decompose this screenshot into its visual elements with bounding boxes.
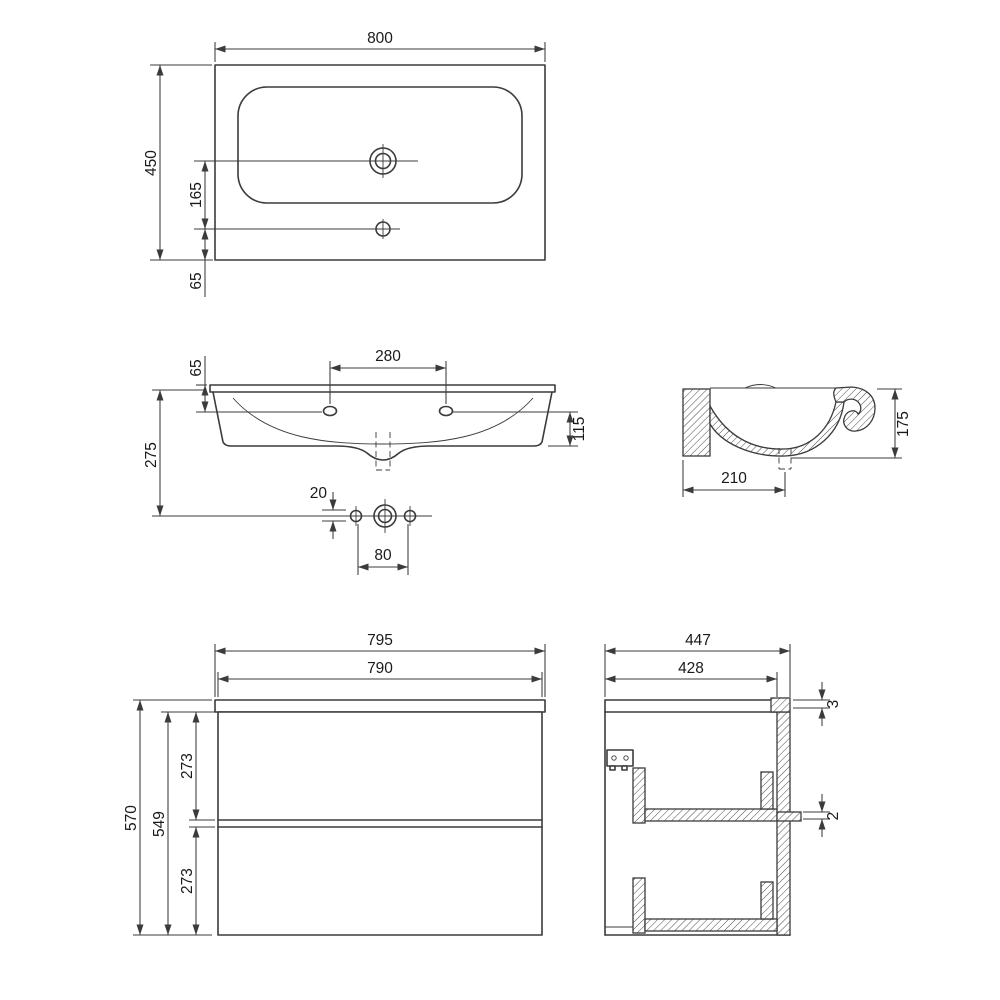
cabinet-body [217,711,543,936]
cabinet-side-dimensions: 447 428 3 2 [604,632,842,837]
basin-top-view [194,64,546,261]
dim-hole-offset: 20 [310,485,328,502]
dim-apron-height: 115 [571,417,588,442]
dim-drawer-clearance: 2 [825,812,842,821]
dim-basin-depth: 450 [143,150,160,176]
dim-upper-drawer: 273 [179,753,196,779]
basin-side-dimensions: 175 210 [682,388,912,497]
dim-rim-to-mounting: 275 [143,442,160,468]
dim-mounting-depth: 210 [721,470,747,487]
dim-tap-spacing: 280 [375,348,401,365]
dim-top-clearance: 3 [825,700,842,709]
drain-outline-dashed [375,432,391,471]
fixing-hole-right [438,405,454,417]
basin-front-bowl-curve [232,397,534,445]
tap-deck-bump [744,384,777,389]
basin-side-front-rim [833,386,876,432]
dim-basin-width: 800 [367,30,393,47]
dim-cabinet-total-height: 570 [123,805,140,831]
dim-cabinet-body-height: 549 [151,811,168,837]
cabinet-front-view [214,699,546,936]
dim-basin-height: 175 [895,411,912,437]
dim-cabinet-body-depth: 428 [678,660,704,677]
cabinet-top-panel [214,699,546,713]
dim-cabinet-total-depth: 447 [685,632,711,649]
basin-side-bowl-shell [709,401,845,457]
basin-side-back-wall [682,388,711,457]
upper-drawer-section [632,767,802,824]
lower-drawer-section [632,877,778,934]
dim-cabinet-body-width: 790 [367,660,393,677]
basin-top-dimensions: 800 450 165 65 [143,30,546,297]
basin-front-outline [212,391,553,461]
dim-rim-to-hole: 65 [188,359,205,376]
basin-front-rim [209,384,556,393]
drawer-slide-bracket [606,749,634,771]
dim-hole-spacing: 80 [374,547,392,564]
dim-faucet-to-overflow: 165 [188,182,205,208]
basin-front-dimensions: 280 65 275 115 20 80 [143,348,588,575]
wall-mount-rail [770,697,791,713]
dim-lower-drawer: 273 [179,868,196,894]
cabinet-back-panel [776,711,791,936]
dim-cabinet-top-width: 795 [367,632,393,649]
basin-side-view [682,384,876,470]
basin-top-rim [237,86,523,204]
basin-front-view [152,384,556,533]
fixing-hole-left [322,405,338,417]
cabinet-front-dimensions: 795 790 570 549 273 273 [123,632,546,936]
cabinet-side-view [604,697,802,936]
dim-overflow-to-edge: 65 [188,272,205,289]
